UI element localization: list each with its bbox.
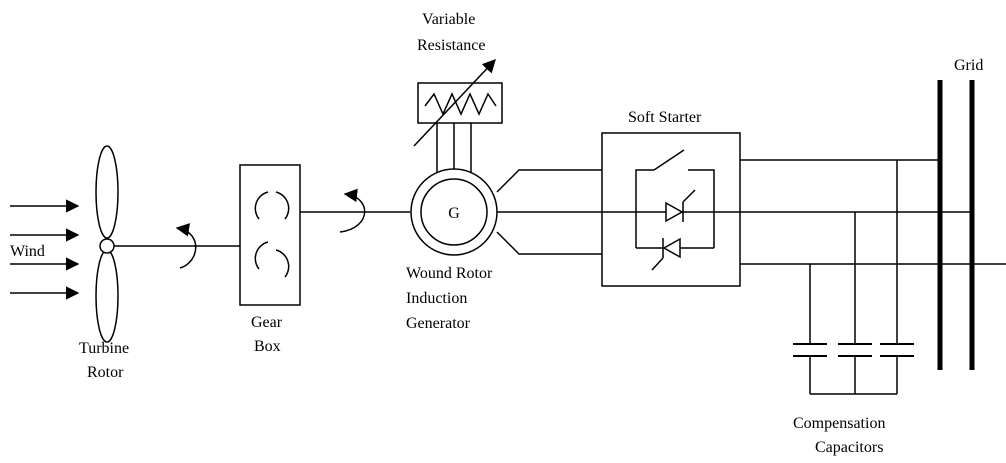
stator-lines <box>496 169 602 255</box>
bypass-switch-icon <box>653 149 685 171</box>
generator-rotor <box>420 178 488 246</box>
gear-box-label-line1: Gear <box>251 314 283 331</box>
wind-label: Wind <box>10 243 45 260</box>
thyristor-lower-icon <box>662 237 681 259</box>
rotor-blade-lower <box>95 249 119 343</box>
capacitors-label-line1: Compensation <box>793 415 885 432</box>
soft-starter-label: Soft Starter <box>628 109 702 126</box>
generator-label-line2: Induction <box>406 290 467 307</box>
turbine-rotor-label-line2: Rotor <box>87 364 124 381</box>
resistor-box <box>417 82 503 124</box>
gear-icon-lower <box>275 249 290 278</box>
thyristor-lower-gate <box>651 257 664 271</box>
wind-arrows <box>10 199 80 300</box>
variable-resistance-label-line1: Variable <box>422 11 475 28</box>
soft-starter-box <box>601 132 741 287</box>
gear-icon-lower <box>254 241 269 270</box>
compensation-capacitors <box>793 160 914 395</box>
turbine-rotor-label-line1: Turbine <box>79 340 129 357</box>
adjustable-arrow-icon <box>413 59 496 147</box>
gear-icon-upper <box>254 191 269 220</box>
rotor-hub <box>99 238 115 254</box>
generator-symbol: G <box>448 205 460 222</box>
thyristor-upper-gate <box>682 189 696 203</box>
capacitors-label-line2: Capacitors <box>815 439 883 456</box>
grid-label: Grid <box>954 57 983 74</box>
turbine-rotor <box>95 145 240 343</box>
generator-label-line1: Wound Rotor <box>406 265 493 282</box>
soft-starter <box>601 132 741 287</box>
variable-resistance <box>413 59 503 180</box>
bypass-switch-icon <box>635 169 654 212</box>
thyristor-upper-icon <box>665 201 684 223</box>
gear-box-frame <box>239 164 301 306</box>
rotation-arrow <box>339 188 366 233</box>
gear-box <box>239 164 410 306</box>
grid-lines <box>740 159 1006 265</box>
variable-resistance-label-line2: Resistance <box>417 37 485 54</box>
phase-line-a <box>496 169 602 193</box>
generator-label-line3: Generator <box>406 315 471 332</box>
rotor-blade-upper <box>95 145 119 239</box>
rotation-arrow <box>175 223 197 269</box>
grid-bus <box>937 80 975 370</box>
resistor-zigzag-icon <box>424 92 497 116</box>
phase-line-c <box>496 231 602 255</box>
gear-box-label-line2: Box <box>254 338 281 355</box>
gear-icon-upper <box>275 191 290 220</box>
bypass-switch-icon <box>688 169 715 212</box>
